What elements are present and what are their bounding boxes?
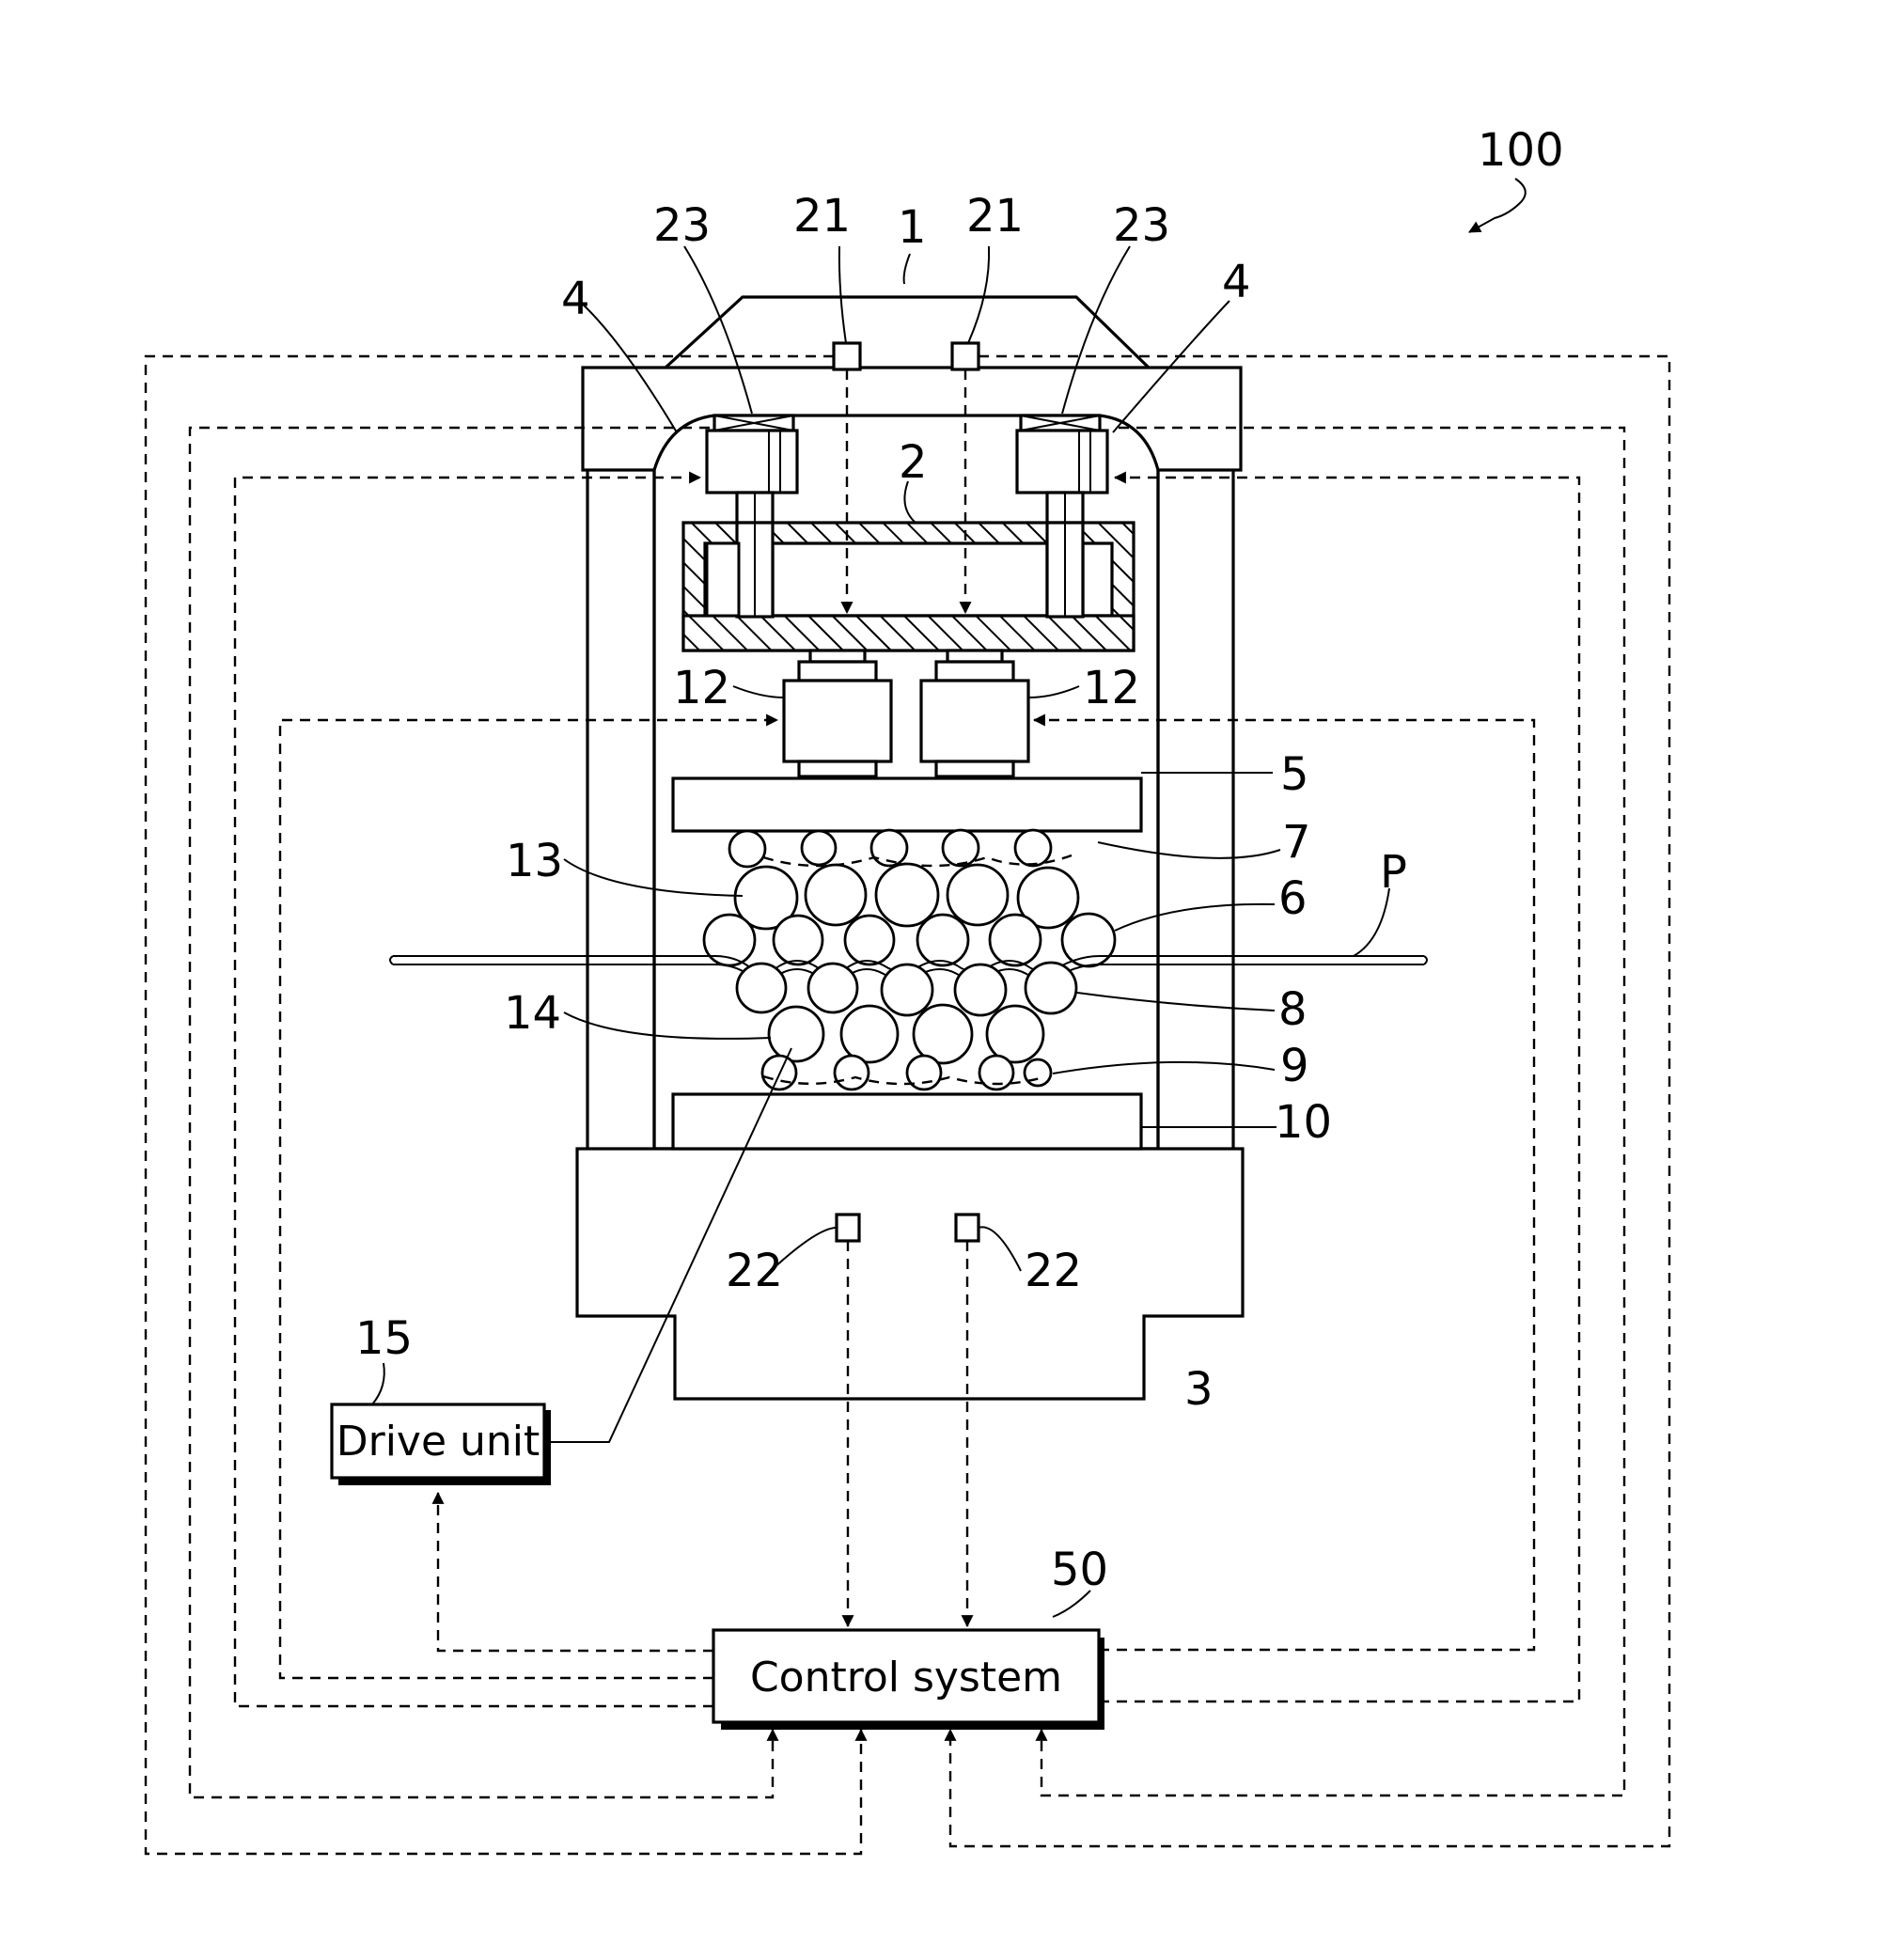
label-50: 50 (1051, 1544, 1108, 1596)
label-23-right: 23 (1113, 199, 1170, 252)
upper-sensor-left (834, 343, 860, 369)
control-system-label: Control system (750, 1654, 1062, 1701)
label-4-left: 4 (561, 273, 590, 325)
label-23-left: 23 (653, 199, 711, 252)
label-12-right: 12 (1083, 662, 1140, 714)
label-7: 7 (1282, 816, 1311, 869)
crosshead (683, 523, 1134, 651)
label-22-left: 22 (726, 1245, 783, 1297)
label-4-right: 4 (1222, 256, 1251, 308)
label-5: 5 (1280, 748, 1309, 801)
label-2: 2 (899, 436, 928, 489)
label-3: 3 (1184, 1363, 1214, 1416)
press-base (577, 1149, 1243, 1399)
label-22-right: 22 (1025, 1245, 1082, 1297)
drive-unit: Drive unit (332, 1404, 551, 1485)
lower-sensor-left (837, 1215, 859, 1241)
upper-platen (673, 778, 1141, 831)
label-21-left: 21 (793, 190, 851, 243)
label-100: 100 (1478, 124, 1564, 177)
label-10: 10 (1275, 1096, 1332, 1149)
label-15: 15 (355, 1312, 413, 1365)
label-1: 1 (898, 201, 927, 254)
label-9: 9 (1280, 1040, 1309, 1092)
label-13: 13 (506, 835, 563, 887)
load-cell-right (921, 651, 1028, 776)
label-21-right: 21 (966, 190, 1024, 243)
label-6: 6 (1278, 872, 1308, 925)
load-cell-left (784, 651, 891, 776)
label-12-left: 12 (673, 662, 730, 714)
lower-sensor-right (956, 1215, 979, 1241)
press-frame (583, 297, 1241, 1149)
control-system: Control system (713, 1630, 1104, 1730)
drive-unit-label: Drive unit (337, 1418, 540, 1466)
label-14: 14 (504, 987, 561, 1040)
label-8: 8 (1278, 983, 1308, 1036)
upper-sensor-right (952, 343, 979, 369)
lower-platen (673, 1094, 1141, 1149)
label-P: P (1380, 846, 1407, 899)
